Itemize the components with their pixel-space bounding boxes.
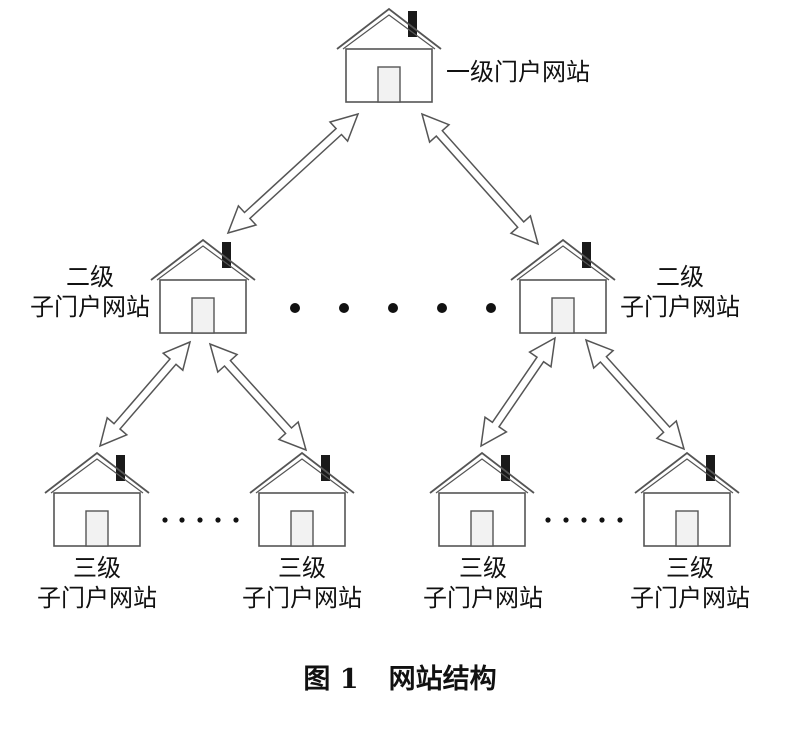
level3-label-4-line2: 子门户网站	[630, 584, 750, 612]
level2-left-label-line2: 子门户网站	[30, 293, 150, 321]
figure-caption: 图 1 网站结构	[0, 657, 800, 696]
level2-right-house-door	[551, 297, 575, 334]
level2-left-house-roof-inner	[156, 245, 250, 281]
level3-left-ellipsis-dot-3	[197, 517, 203, 523]
level3-right-ellipsis-dot-2	[563, 517, 569, 523]
top-portal-label: 一级门户网站	[446, 57, 590, 87]
level2-left-house-door	[191, 297, 215, 334]
level3-label-3-line1: 三级	[459, 554, 507, 582]
level3-right-ellipsis-dot-1	[545, 517, 551, 523]
level3-house-1-chimney	[116, 455, 125, 481]
level3-house-4-door	[675, 510, 699, 547]
level3-right-ellipsis-dot-4	[599, 517, 605, 523]
arrow-level2-left-to-level3-1	[98, 340, 192, 448]
level3-house-3-roof-inner	[435, 458, 529, 494]
level2-right-label-line2: 子门户网站	[620, 293, 740, 321]
level3-left-ellipsis-dot-4	[215, 517, 221, 523]
arrow-level2-right-to-level3-3	[480, 336, 556, 448]
level3-left-ellipsis-dot-1	[162, 517, 168, 523]
level2-ellipsis-dot-4	[437, 303, 447, 313]
level2-left-label: 二级 子门户网站	[10, 262, 170, 322]
level2-ellipsis-dot-3	[388, 303, 398, 313]
level2-right-house-roof	[510, 238, 616, 281]
level2-left-house	[150, 238, 256, 334]
level3-right-ellipsis	[545, 517, 623, 523]
level3-label-3: 三级 子门户网站	[403, 553, 563, 613]
level3-house-3-roof	[429, 451, 535, 494]
level2-left-house-roof	[150, 238, 256, 281]
level3-house-3-door	[470, 510, 494, 547]
level3-house-2-chimney	[321, 455, 330, 481]
level3-house-1-roof-inner	[50, 458, 144, 494]
level3-house-4-roof-inner	[640, 458, 734, 494]
level3-label-1: 三级 子门户网站	[17, 553, 177, 613]
top-portal-house	[336, 7, 442, 103]
level3-house-2-roof	[249, 451, 355, 494]
arrow-top-to-level2-right	[420, 112, 540, 246]
figure-title: 网站结构	[388, 664, 497, 695]
level3-label-3-line2: 子门户网站	[423, 584, 543, 612]
level2-ellipsis	[290, 303, 496, 313]
level2-ellipsis-dot-1	[290, 303, 300, 313]
level2-right-house-chimney	[582, 242, 591, 268]
arrow-top-to-level2-left	[226, 112, 360, 235]
arrow-level2-left-to-level3-2	[208, 342, 308, 452]
top-portal-house-roof-inner	[342, 14, 436, 50]
level3-label-2-line1: 三级	[278, 554, 326, 582]
level3-house-1	[44, 451, 150, 547]
level3-left-ellipsis-dot-2	[179, 517, 185, 523]
arrow-level2-right-to-level3-4	[584, 338, 686, 451]
level2-right-label: 二级 子门户网站	[600, 262, 760, 322]
top-portal-house-roof	[336, 7, 442, 50]
level3-house-2-roof-inner	[255, 458, 349, 494]
level2-left-house-chimney	[222, 242, 231, 268]
level2-right-house-roof-inner	[516, 245, 610, 281]
level2-right-house	[510, 238, 616, 334]
level3-house-4-roof	[634, 451, 740, 494]
level2-right-label-line1: 二级	[656, 263, 704, 291]
top-portal-label-text: 一级门户网站	[446, 58, 590, 86]
level2-left-label-line1: 二级	[66, 263, 114, 291]
level3-label-2: 三级 子门户网站	[222, 553, 382, 613]
level3-label-4: 三级 子门户网站	[610, 553, 770, 613]
level2-ellipsis-dot-5	[486, 303, 496, 313]
level3-house-2-door	[290, 510, 314, 547]
figure-number: 图 1	[303, 664, 359, 695]
top-portal-house-door	[377, 66, 401, 103]
level3-label-1-line1: 三级	[73, 554, 121, 582]
level3-left-ellipsis-dot-5	[233, 517, 239, 523]
level3-label-4-line1: 三级	[666, 554, 714, 582]
level3-house-4-chimney	[706, 455, 715, 481]
level3-house-3-chimney	[501, 455, 510, 481]
level3-label-2-line2: 子门户网站	[242, 584, 362, 612]
level3-label-1-line2: 子门户网站	[37, 584, 157, 612]
top-portal-house-chimney	[408, 11, 417, 37]
level3-house-1-door	[85, 510, 109, 547]
level3-house-3	[429, 451, 535, 547]
level3-house-2	[249, 451, 355, 547]
level2-ellipsis-dot-2	[339, 303, 349, 313]
level3-left-ellipsis	[162, 517, 239, 523]
level3-house-4	[634, 451, 740, 547]
level3-right-ellipsis-dot-3	[581, 517, 587, 523]
level3-house-1-roof	[44, 451, 150, 494]
level3-right-ellipsis-dot-5	[617, 517, 623, 523]
